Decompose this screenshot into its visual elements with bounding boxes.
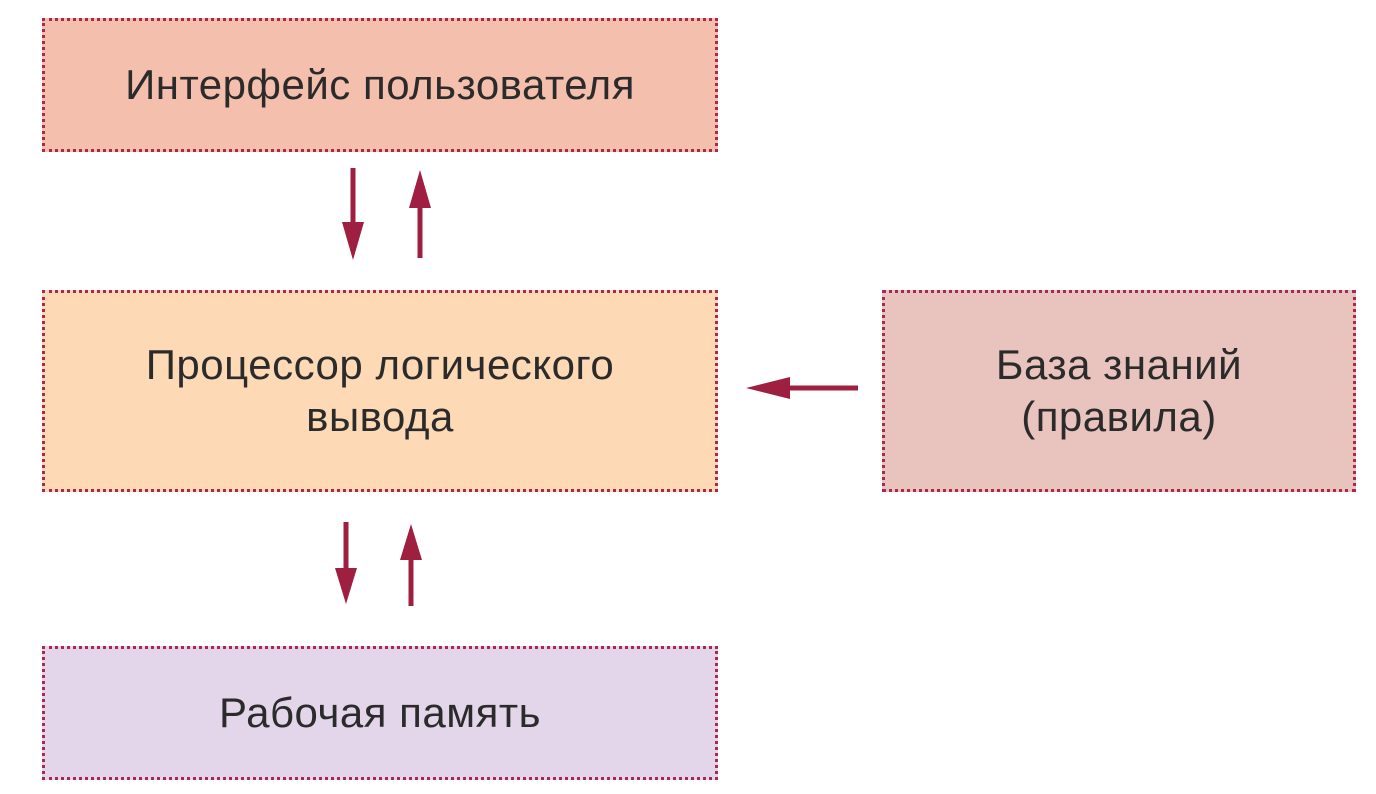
knowledge-base-label-line1: База знаний xyxy=(995,341,1243,388)
working-memory-label: Рабочая память xyxy=(219,689,541,736)
inference-engine-block: Процессор логического вывода xyxy=(42,290,718,492)
inference-engine-label-line2: вывода xyxy=(306,393,454,440)
user-interface-block: Интерфейс пользователя xyxy=(42,18,718,152)
arrow-inference-to-ui xyxy=(409,170,431,258)
inference-engine-label-line1: Процессор логического xyxy=(145,341,615,388)
knowledge-base-label-line2: (правила) xyxy=(1021,393,1217,440)
arrow-ui-to-inference xyxy=(342,168,364,260)
knowledge-base-block: База знаний (правила) xyxy=(882,290,1356,492)
arrow-inference-to-memory xyxy=(335,522,357,604)
user-interface-label: Интерфейс пользователя xyxy=(125,61,635,108)
arrow-knowledge-to-inference xyxy=(746,377,858,399)
arrow-memory-to-inference xyxy=(400,524,422,606)
working-memory-block: Рабочая память xyxy=(42,646,718,780)
